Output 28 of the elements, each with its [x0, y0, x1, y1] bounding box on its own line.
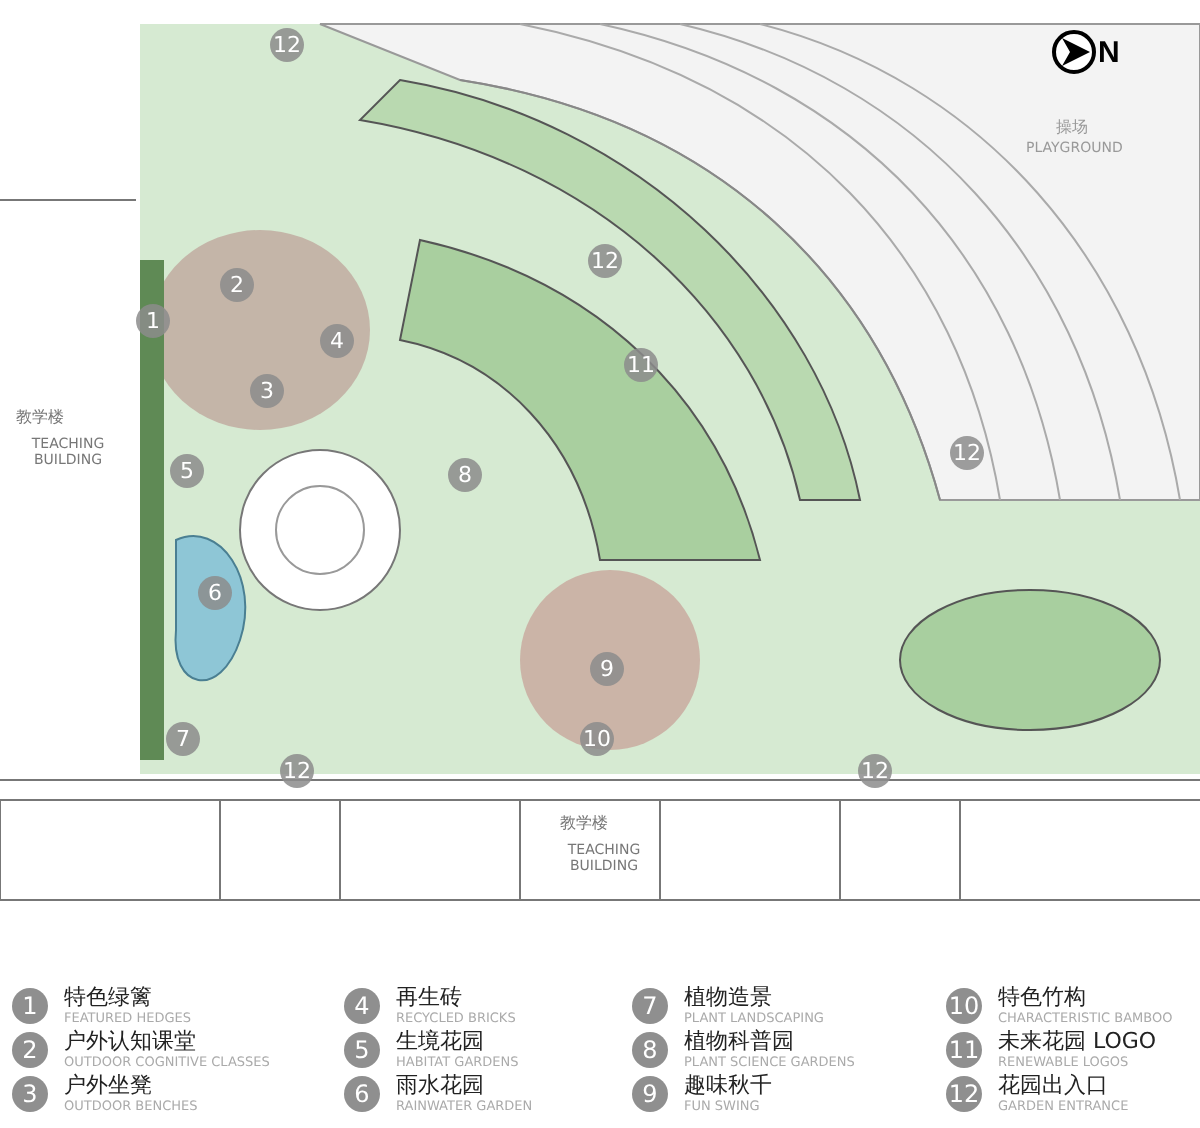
legend-number: 11 — [946, 1032, 982, 1068]
legend-number: 3 — [12, 1076, 48, 1112]
legend-text: 植物造景 — [684, 986, 772, 1008]
legend-number: 6 — [344, 1076, 380, 1112]
legend-text: 特色竹构 — [998, 986, 1086, 1008]
legend-text: 特色绿篱 — [64, 986, 152, 1008]
building-label: 教学楼 — [560, 816, 608, 832]
building-label: 教学楼 — [16, 410, 64, 426]
area-label: 操场 — [1056, 120, 1088, 136]
legend-text: 未来花园 LOGO — [998, 1030, 1157, 1052]
legend-number: 1 — [12, 988, 48, 1024]
legend-text: 户外坐凳 — [64, 1074, 152, 1096]
legend-number: 12 — [946, 1076, 982, 1112]
north-label: N — [1098, 38, 1120, 68]
legend-number: 7 — [632, 988, 668, 1024]
legend-text: 花园出入口 — [998, 1074, 1108, 1096]
legend-text: 雨水花园 — [396, 1074, 484, 1096]
legend-text: 趣味秋千 — [684, 1074, 772, 1096]
legend-text: 再生砖 — [396, 986, 462, 1008]
legend-text: 植物科普园 — [684, 1030, 794, 1052]
legend-text: 生境花园 — [396, 1030, 484, 1052]
legend-number: 2 — [12, 1032, 48, 1068]
legend-number: 10 — [946, 988, 982, 1024]
legend-number: 9 — [632, 1076, 668, 1112]
legend-number: 4 — [344, 988, 380, 1024]
legend-number: 8 — [632, 1032, 668, 1068]
legend-number: 5 — [344, 1032, 380, 1068]
legend-text: 户外认知课堂 — [64, 1030, 196, 1052]
